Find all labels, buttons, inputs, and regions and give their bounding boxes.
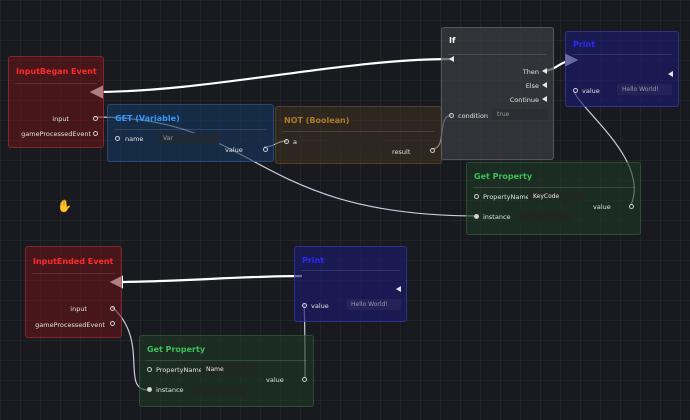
exec-input-triangle[interactable] <box>449 56 454 62</box>
output-pin-input[interactable] <box>93 116 98 121</box>
pin-label-instance: instance <box>483 213 511 221</box>
output-pin-value[interactable] <box>629 204 634 209</box>
title-separator <box>572 54 672 55</box>
title-separator <box>282 131 435 132</box>
output-pin-input[interactable] <box>110 306 115 311</box>
propertyname-field[interactable]: KeyCode <box>528 191 583 202</box>
pin-label-else: Else <box>525 82 539 90</box>
value-field[interactable]: Hello World! <box>346 299 401 310</box>
a-field[interactable] <box>328 136 384 147</box>
node-title: Get Property <box>474 172 533 181</box>
input-pin-a[interactable] <box>284 139 289 144</box>
title-separator <box>448 54 547 55</box>
exec-wire-if-to-inputbegan <box>89 57 453 99</box>
pin-label-condition: condition <box>458 112 489 120</box>
print-node[interactable]: Print value Hello World! <box>294 246 407 322</box>
pin-label-continue: Continue <box>509 96 539 104</box>
node-title: InputEnded Event <box>33 257 114 266</box>
pin-label-then: Then <box>522 68 539 76</box>
exec-output-continue[interactable] <box>542 96 547 102</box>
get-variable-node[interactable]: GET (Variable) name Var value <box>107 104 274 162</box>
pin-label-value: value <box>582 87 600 95</box>
exec-input-triangle[interactable] <box>396 286 401 292</box>
input-pin-propertyname[interactable] <box>147 367 152 372</box>
instance-field[interactable] <box>519 211 573 222</box>
title-separator <box>114 129 267 130</box>
input-pin-instance[interactable] <box>147 387 152 392</box>
print-node[interactable]: Print value Hello World! <box>565 31 679 107</box>
node-title: InputBegan Event <box>16 67 97 76</box>
title-separator <box>473 187 634 188</box>
pin-label-input: input <box>52 115 69 123</box>
propertyname-field[interactable]: Name <box>201 364 256 375</box>
title-separator <box>32 273 115 274</box>
exec-output-then[interactable] <box>542 68 547 74</box>
pin-label-result: result <box>392 148 411 156</box>
input-pin-value[interactable] <box>573 88 578 93</box>
node-title: NOT (Boolean) <box>284 116 350 125</box>
inputended-event-node[interactable]: InputEnded Event input gameProcessedEven… <box>25 246 122 338</box>
output-pin-value[interactable] <box>302 377 307 382</box>
condition-field[interactable]: true <box>492 109 548 120</box>
pin-label-gameprocessedevent: gameProcessedEvent <box>21 130 91 138</box>
exec-output-else[interactable] <box>542 82 547 88</box>
input-pin-propertyname[interactable] <box>474 194 479 199</box>
pin-label-value: value <box>225 146 243 154</box>
value-field[interactable]: Hello World! <box>617 84 672 95</box>
pin-label-propertyname: PropertyName <box>483 193 530 201</box>
input-pin-value[interactable] <box>302 303 307 308</box>
instance-field[interactable] <box>192 384 246 395</box>
node-title: GET (Variable) <box>115 114 180 123</box>
not-boolean-node[interactable]: NOT (Boolean) a result <box>275 106 442 164</box>
exec-input-triangle[interactable] <box>668 71 673 77</box>
title-separator <box>15 83 97 84</box>
pin-label-value: value <box>593 203 611 211</box>
node-title: Print <box>573 40 596 49</box>
output-pin-value[interactable] <box>263 147 268 152</box>
title-separator <box>146 360 307 361</box>
node-title: Print <box>302 256 325 265</box>
input-pin-name[interactable] <box>115 136 120 141</box>
pin-label-value: value <box>266 376 284 384</box>
output-pin-gameprocessedevent[interactable] <box>93 131 98 136</box>
pin-label-value: value <box>311 302 329 310</box>
hand-cursor-icon: ✋ <box>57 199 72 213</box>
pin-label-gameprocessedevent: gameProcessedEvent <box>35 321 105 329</box>
pin-label-name: name <box>125 135 144 143</box>
output-pin-gameprocessedevent[interactable] <box>110 321 115 326</box>
if-node[interactable]: If Then Else Continue condition true <box>441 27 554 160</box>
pin-label-instance: instance <box>156 386 184 394</box>
node-title: Get Property <box>147 345 206 354</box>
inputbegan-event-node[interactable]: InputBegan Event input gameProcessedEven… <box>8 56 104 148</box>
exec-wire-print-to-inputended <box>109 274 303 289</box>
get-property-node[interactable]: Get Property PropertyName KeyCode value … <box>466 162 641 235</box>
name-field[interactable]: Var <box>158 133 220 144</box>
get-property-node[interactable]: Get Property PropertyName Name value ins… <box>139 335 314 407</box>
input-pin-instance[interactable] <box>474 214 479 219</box>
pin-label-input: input <box>70 305 87 313</box>
output-pin-result[interactable] <box>430 148 435 153</box>
pin-label-a: a <box>293 138 297 146</box>
pin-label-propertyname: PropertyName <box>156 366 203 374</box>
node-title: If <box>449 36 456 45</box>
input-pin-condition[interactable] <box>449 113 454 118</box>
title-separator <box>301 270 400 271</box>
